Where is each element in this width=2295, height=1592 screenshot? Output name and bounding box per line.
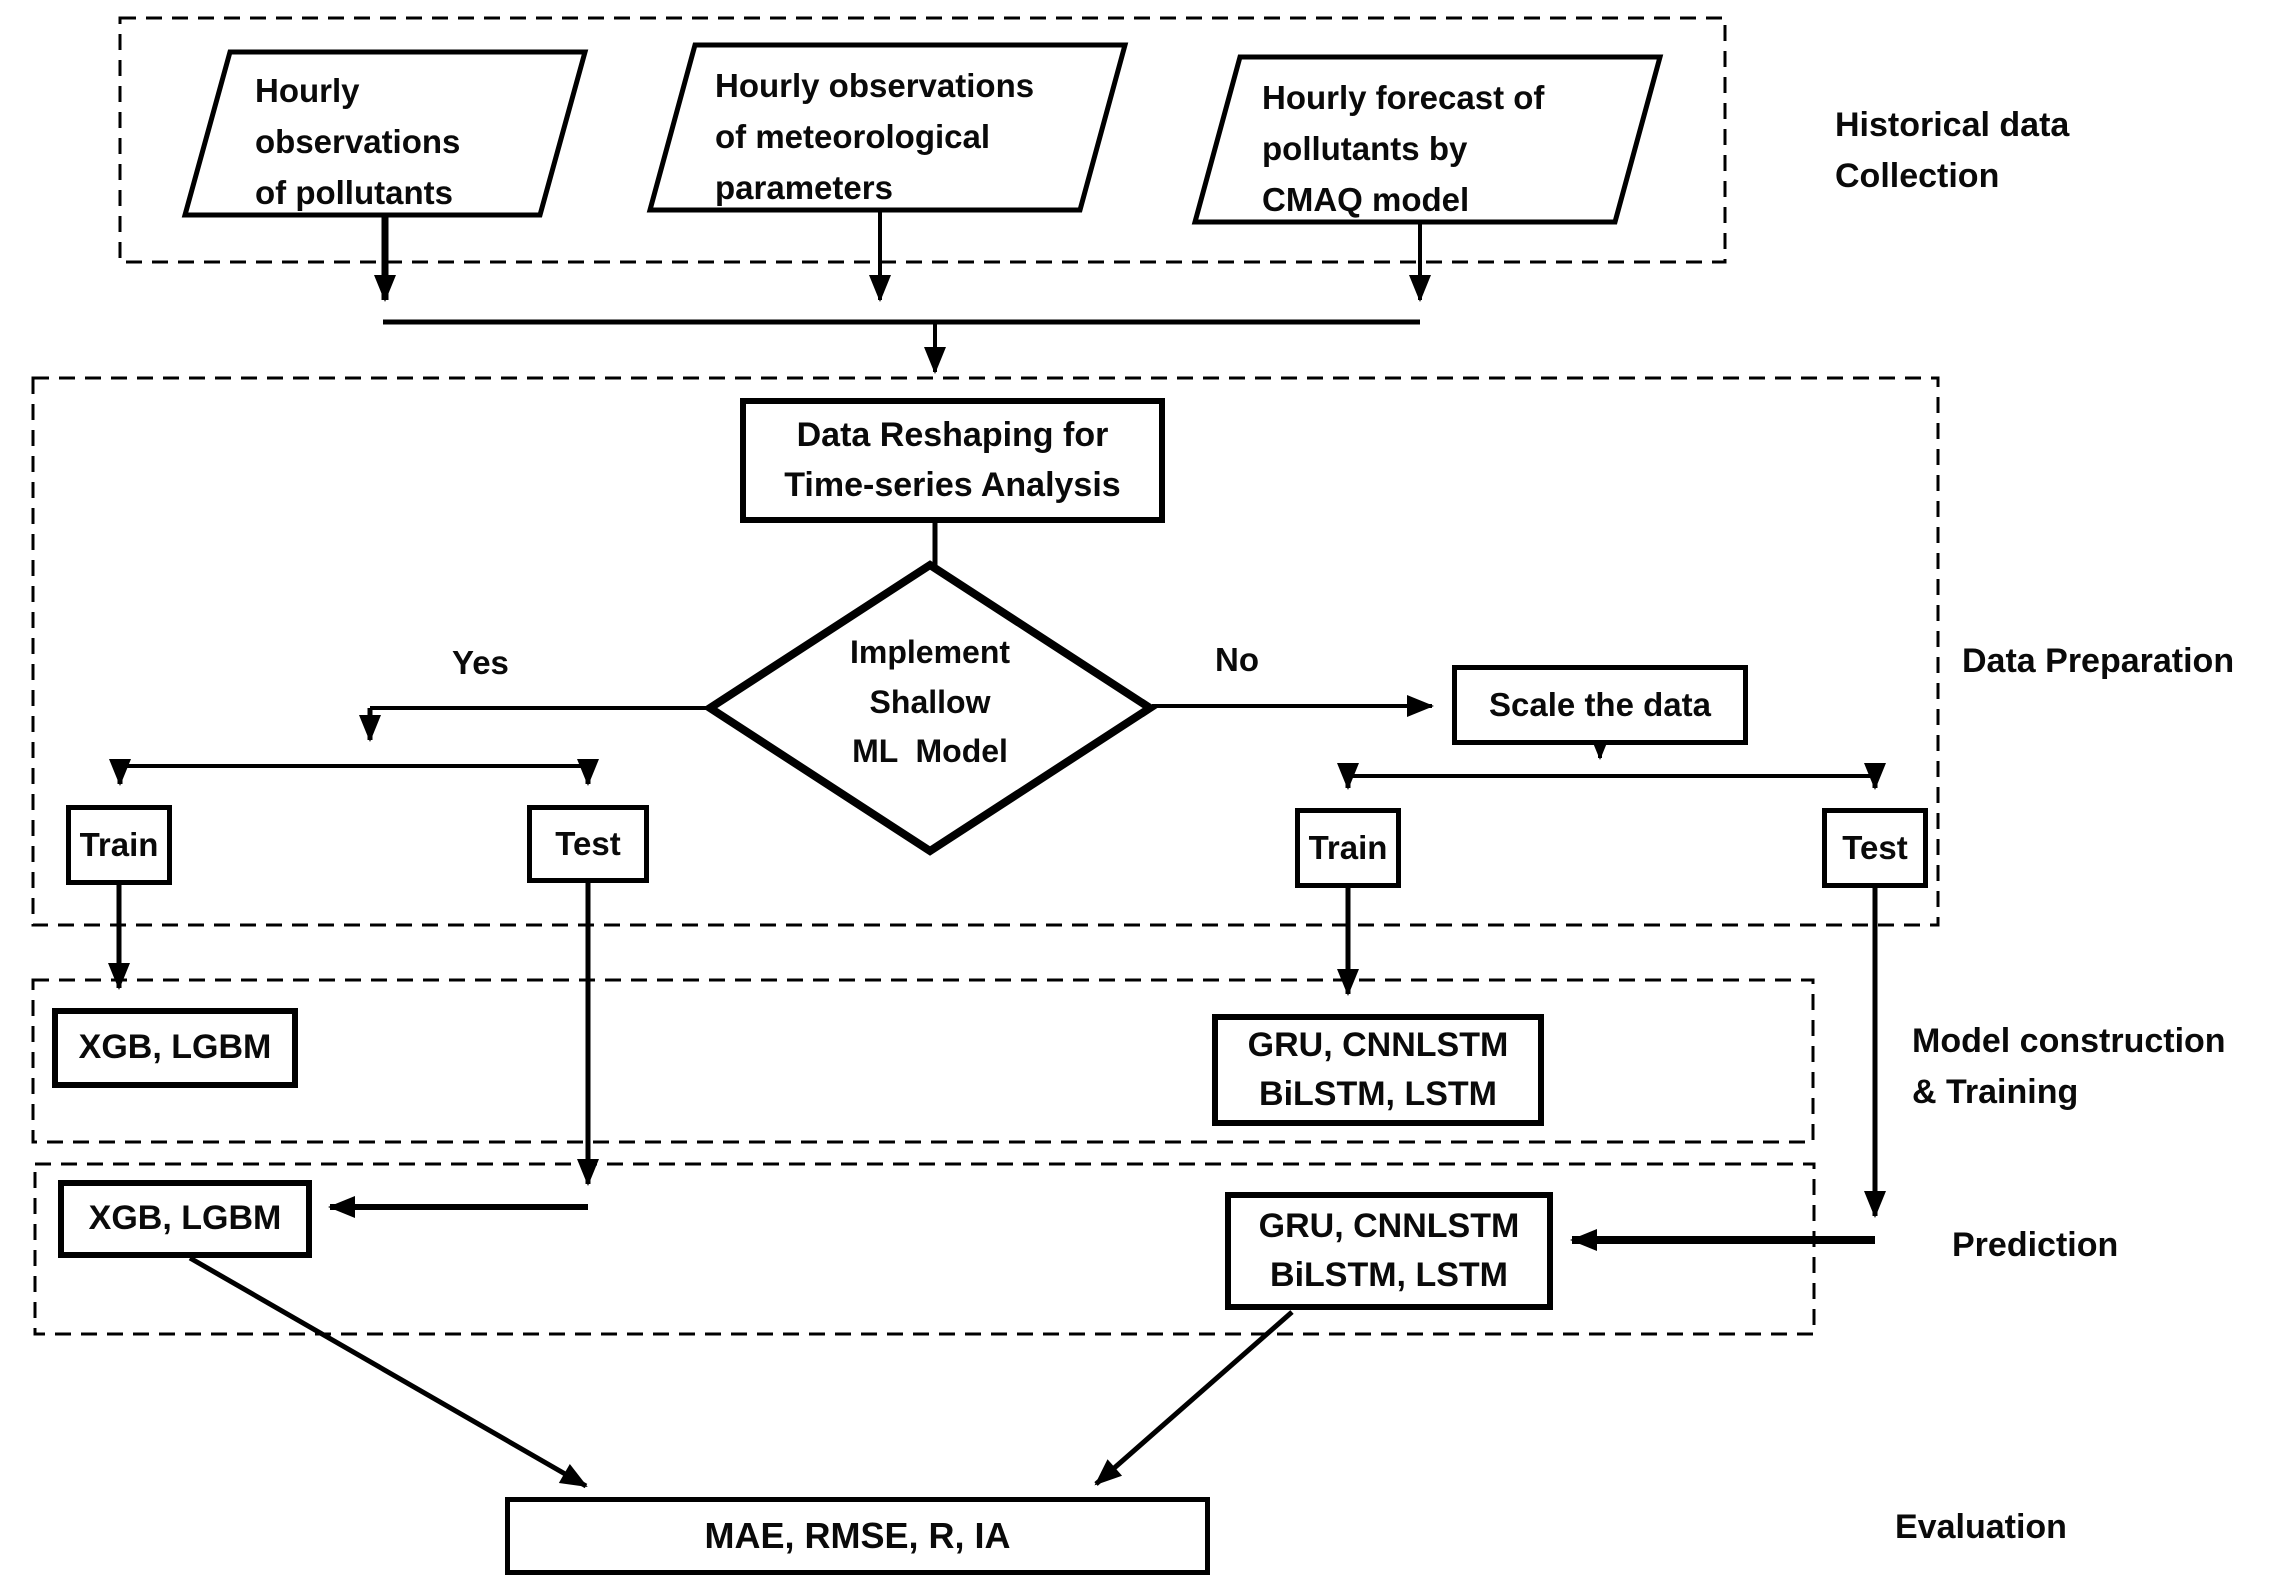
io-meteorological-label: Hourly observations of meteorological pa… [715,67,1035,207]
edge-xgb-predict-to-evaluation [188,1255,588,1489]
section-frame-prediction [33,1162,1816,1336]
yes-edge-label: Yes [452,644,509,681]
train-left-box: Train [66,805,172,885]
test-left-box: Test [527,805,649,883]
evaluation-metrics-box: MAE, RMSE, R, IA [505,1497,1210,1575]
deep-models-prediction-box: GRU, CNNLSTM BiLSTM, LSTM [1225,1192,1553,1310]
shallow-models-prediction-box: XGB, LGBM [58,1180,312,1258]
decision-label: Implement Shallow ML Model [849,634,1011,770]
io-meteorological-shape [646,42,1129,213]
no-edge-label: No [1215,641,1259,678]
stage-label-prediction: Prediction [1952,1226,2119,1264]
stage-label-historical: Historical data Collection [1835,106,2070,195]
decision-diamond-shape [702,560,1158,856]
shallow-models-training-box: XGB, LGBM [52,1008,298,1088]
io-cmaq-label: Hourly forecast of pollutants by CMAQ mo… [1262,79,1545,219]
reshape-box: Data Reshaping for Time-series Analysis [740,398,1165,523]
io-pollutants-label: Hourly observations of pollutants [255,72,461,212]
io-cmaq-shape [1191,54,1664,225]
stage-label-evaluation: Evaluation [1895,1508,2067,1546]
io-pollutants-shape [181,49,589,218]
edge-gru-predict-to-evaluation [1094,1310,1294,1486]
stage-label-model-construction: Model construction & Training [1912,1022,2226,1111]
section-frame-model-construction [31,978,1815,1144]
section-frame-historical [118,16,1727,264]
scale-box: Scale the data [1452,665,1748,745]
stage-label-preparation: Data Preparation [1962,642,2235,680]
test-right-box: Test [1822,808,1928,888]
section-frame-preparation [31,376,1940,927]
deep-models-training-box: GRU, CNNLSTM BiLSTM, LSTM [1212,1014,1544,1126]
train-right-box: Train [1295,808,1401,888]
